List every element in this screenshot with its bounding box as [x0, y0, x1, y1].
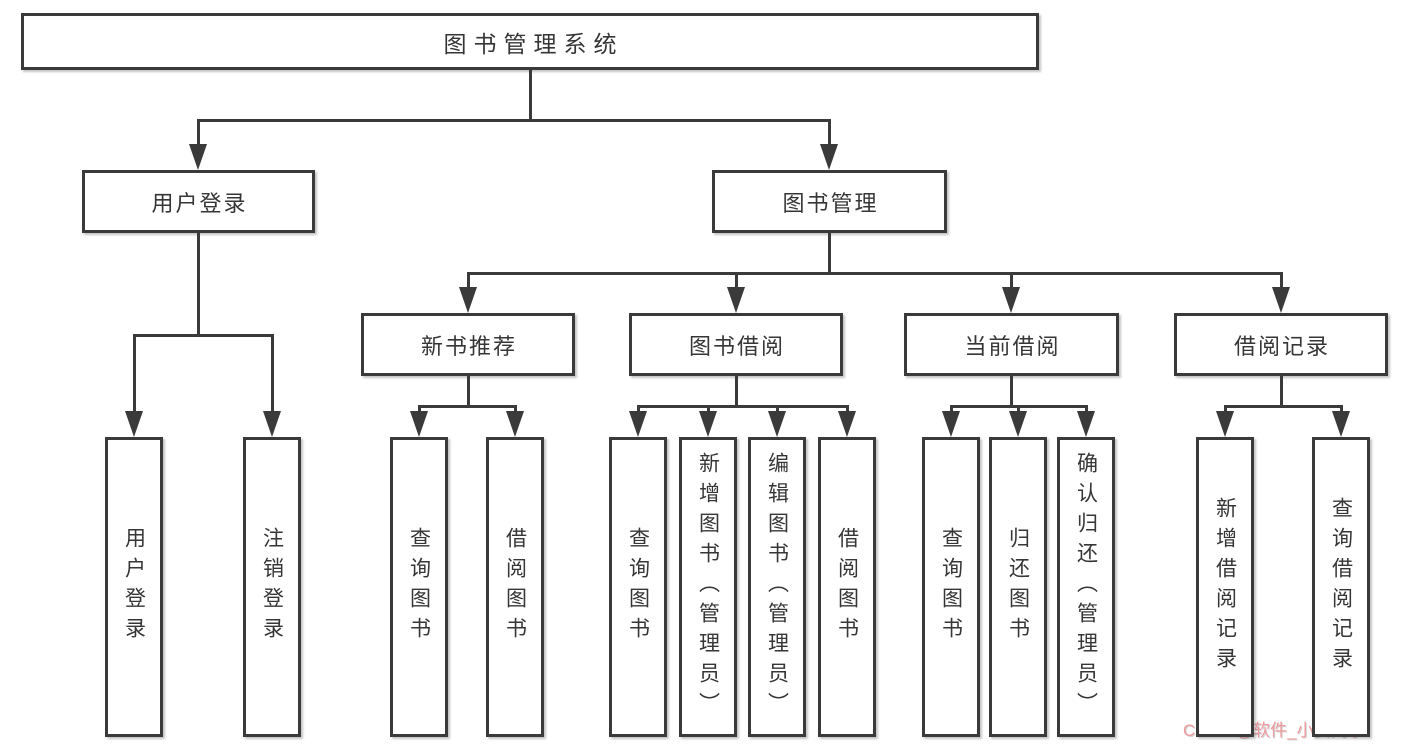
- arrow-down-icon: [1272, 287, 1290, 313]
- node-borrowing-records: 借阅记录: [1174, 313, 1388, 376]
- leaf-label: 借阅图书: [835, 527, 859, 647]
- leaf-borrow-books-borrowing: 借阅图书: [818, 437, 876, 737]
- connector-line: [132, 335, 136, 417]
- node-label: 图书管理系统: [443, 30, 624, 57]
- connector-line: [466, 271, 1283, 275]
- arrow-down-icon: [727, 287, 745, 313]
- arrow-down-icon: [768, 411, 786, 437]
- connector-line: [196, 118, 831, 122]
- node-user-login: 用户登录: [82, 170, 315, 233]
- connector-line: [1009, 376, 1013, 408]
- node-label: 借阅记录: [1233, 333, 1330, 359]
- node-current-borrowing: 当前借阅: [904, 313, 1119, 376]
- arrow-down-icon: [1216, 411, 1234, 437]
- arrow-down-icon: [942, 411, 960, 437]
- arrow-down-icon: [629, 411, 647, 437]
- leaf-add-borrow-record: 新增借阅记录: [1196, 437, 1254, 737]
- connector-line: [196, 120, 200, 150]
- leaf-return-books: 归还图书: [989, 437, 1047, 737]
- connector-line: [466, 376, 470, 408]
- node-label: 当前借阅: [964, 333, 1061, 359]
- connector-line: [827, 120, 831, 150]
- connector-line: [1279, 376, 1283, 408]
- leaf-edit-books-admin: 编辑图书（管理员）: [748, 437, 806, 737]
- connector-line: [528, 70, 532, 120]
- arrow-down-icon: [1002, 287, 1020, 313]
- arrow-down-icon: [189, 144, 207, 170]
- node-library-management-system: 图书管理系统: [21, 13, 1039, 70]
- leaf-query-borrow-record: 查询借阅记录: [1312, 437, 1370, 737]
- connector-line: [270, 335, 274, 417]
- leaf-user-login: 用户登录: [105, 437, 163, 737]
- connector-line: [196, 233, 200, 336]
- arrow-down-icon: [459, 287, 477, 313]
- arrow-down-icon: [820, 144, 838, 170]
- leaf-label: 借阅图书: [503, 527, 527, 647]
- arrow-down-icon: [1009, 411, 1027, 437]
- node-label: 图书管理: [782, 190, 879, 216]
- arrow-down-icon: [410, 411, 428, 437]
- leaf-label: 查询图书: [626, 527, 650, 647]
- node-label: 新书推荐: [420, 333, 517, 359]
- leaf-add-books-admin: 新增图书（管理员）: [679, 437, 737, 737]
- connector-line: [734, 376, 738, 408]
- leaf-label: 查询借阅记录: [1329, 497, 1353, 677]
- leaf-query-books-recommend: 查询图书: [390, 437, 448, 737]
- leaf-label: 确认归还（管理员）: [1074, 452, 1098, 722]
- arrow-down-icon: [506, 411, 524, 437]
- arrow-down-icon: [838, 411, 856, 437]
- leaf-label: 注销登录: [260, 527, 284, 647]
- leaf-label: 查询图书: [407, 527, 431, 647]
- connector-line: [1009, 273, 1013, 293]
- arrow-down-icon: [1332, 411, 1350, 437]
- leaf-label: 编辑图书（管理员）: [765, 452, 789, 722]
- leaf-confirm-return-admin: 确认归还（管理员）: [1057, 437, 1115, 737]
- arrow-down-icon: [699, 411, 717, 437]
- arrow-down-icon: [263, 411, 281, 437]
- leaf-borrow-books-recommend: 借阅图书: [486, 437, 544, 737]
- leaf-label: 新增借阅记录: [1213, 497, 1237, 677]
- connector-line: [1223, 404, 1343, 408]
- leaf-query-books-current: 查询图书: [922, 437, 980, 737]
- connector-line: [827, 233, 831, 275]
- leaf-label: 归还图书: [1006, 527, 1030, 647]
- node-new-book-recommendation: 新书推荐: [361, 313, 575, 376]
- node-book-borrowing: 图书借阅: [629, 313, 843, 376]
- node-label: 图书借阅: [688, 333, 785, 359]
- arrow-down-icon: [125, 411, 143, 437]
- leaf-query-books-borrowing: 查询图书: [609, 437, 667, 737]
- arrow-down-icon: [1077, 411, 1095, 437]
- leaf-label: 查询图书: [939, 527, 963, 647]
- connector-line: [1279, 273, 1283, 293]
- connector-line: [636, 404, 849, 408]
- node-book-management: 图书管理: [712, 170, 947, 233]
- leaf-label: 新增图书（管理员）: [696, 452, 720, 722]
- connector-line: [132, 333, 274, 337]
- connector-line: [417, 404, 517, 408]
- leaf-logout: 注销登录: [243, 437, 301, 737]
- connector-line: [466, 273, 470, 293]
- node-label: 用户登录: [151, 190, 248, 216]
- leaf-label: 用户登录: [122, 527, 146, 647]
- connector-line: [734, 273, 738, 293]
